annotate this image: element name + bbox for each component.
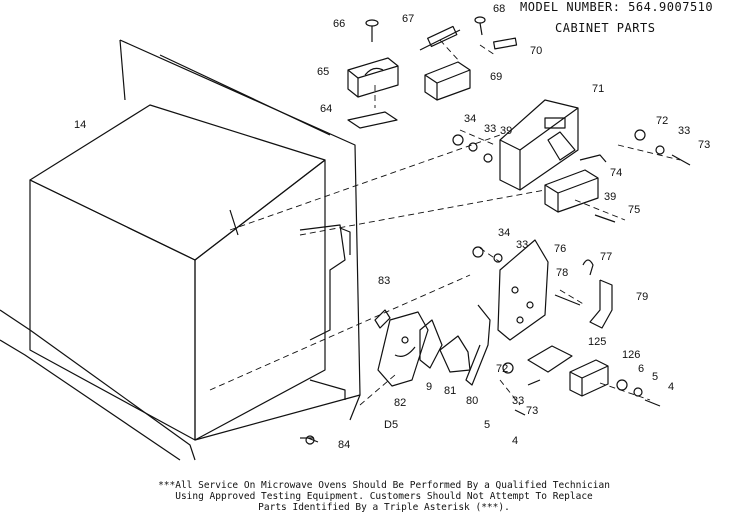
callout-39a: 39 — [500, 125, 512, 137]
footnote-line-2: Using Approved Testing Equipment. Custom… — [175, 491, 593, 502]
part-74-switch — [544, 154, 607, 213]
callout-65: 65 — [317, 66, 329, 78]
part-65-terminal-block — [347, 57, 399, 98]
callout-81: 81 — [444, 385, 456, 397]
callout-d5: D5 — [384, 419, 398, 431]
callout-39b: 39 — [604, 191, 616, 203]
callout-72a: 72 — [656, 115, 668, 127]
callout-72b: 72 — [496, 363, 508, 375]
callout-33d: 33 — [512, 395, 524, 407]
part-79-bracket — [589, 279, 613, 329]
part-80-lever — [465, 304, 491, 386]
callout-67: 67 — [402, 13, 414, 25]
callout-14: 14 — [74, 119, 86, 131]
callout-78: 78 — [556, 267, 568, 279]
part-69-block — [424, 61, 471, 101]
callout-6: 6 — [638, 363, 644, 375]
part-64-plate — [347, 111, 398, 129]
callout-71: 71 — [592, 83, 604, 95]
callout-73b: 73 — [526, 405, 538, 417]
cabinet-body — [0, 39, 361, 461]
callout-84: 84 — [338, 439, 350, 451]
callout-73a: 73 — [698, 139, 710, 151]
part-81-block — [439, 335, 471, 373]
callout-34b: 34 — [498, 227, 510, 239]
part-70-pin — [493, 37, 518, 50]
part-66-screw — [365, 19, 379, 42]
callout-5a: 5 — [652, 371, 658, 383]
part-78-pin — [554, 294, 581, 306]
footnote-line-1: ***All Service On Microwave Ovens Should… — [158, 480, 610, 491]
callout-68: 68 — [493, 3, 505, 15]
callout-79: 79 — [636, 291, 648, 303]
callout-33b: 33 — [678, 125, 690, 137]
part-68-screw — [474, 16, 486, 36]
part-126-switch — [569, 359, 609, 397]
part-9-bracket — [419, 319, 443, 369]
callout-70: 70 — [530, 45, 542, 57]
callout-83: 83 — [378, 275, 390, 287]
callout-82: 82 — [394, 397, 406, 409]
callout-33c: 33 — [516, 239, 528, 251]
callout-4b: 4 — [512, 435, 518, 447]
screws — [305, 154, 691, 445]
part-67-fuse — [419, 25, 461, 51]
part-71-bracket — [499, 99, 579, 191]
callout-69: 69 — [490, 71, 502, 83]
callout-5b: 5 — [484, 419, 490, 431]
callout-76: 76 — [554, 243, 566, 255]
callout-9: 9 — [426, 381, 432, 393]
callout-66: 66 — [333, 18, 345, 30]
callout-77: 77 — [600, 251, 612, 263]
part-125-plate — [527, 345, 573, 373]
callout-64: 64 — [320, 103, 332, 115]
part-77-clip — [582, 259, 594, 276]
callout-34a: 34 — [464, 113, 476, 125]
callout-126: 126 — [622, 349, 640, 361]
footnote-line-3: Parts Identified By a Triple Asterisk (*… — [258, 502, 510, 513]
section-title: CABINET PARTS — [555, 21, 656, 35]
model-number-label: MODEL NUMBER: 564.9007510 — [520, 0, 714, 14]
part-83-clip — [374, 309, 391, 329]
washers — [452, 129, 665, 397]
callout-75: 75 — [628, 204, 640, 216]
callout-4a: 4 — [668, 381, 674, 393]
part-76-plate — [497, 239, 549, 341]
callout-33a: 33 — [484, 123, 496, 135]
callout-125: 125 — [588, 336, 606, 348]
callout-80: 80 — [466, 395, 478, 407]
part-82-plate — [377, 311, 429, 387]
callout-74: 74 — [610, 167, 622, 179]
